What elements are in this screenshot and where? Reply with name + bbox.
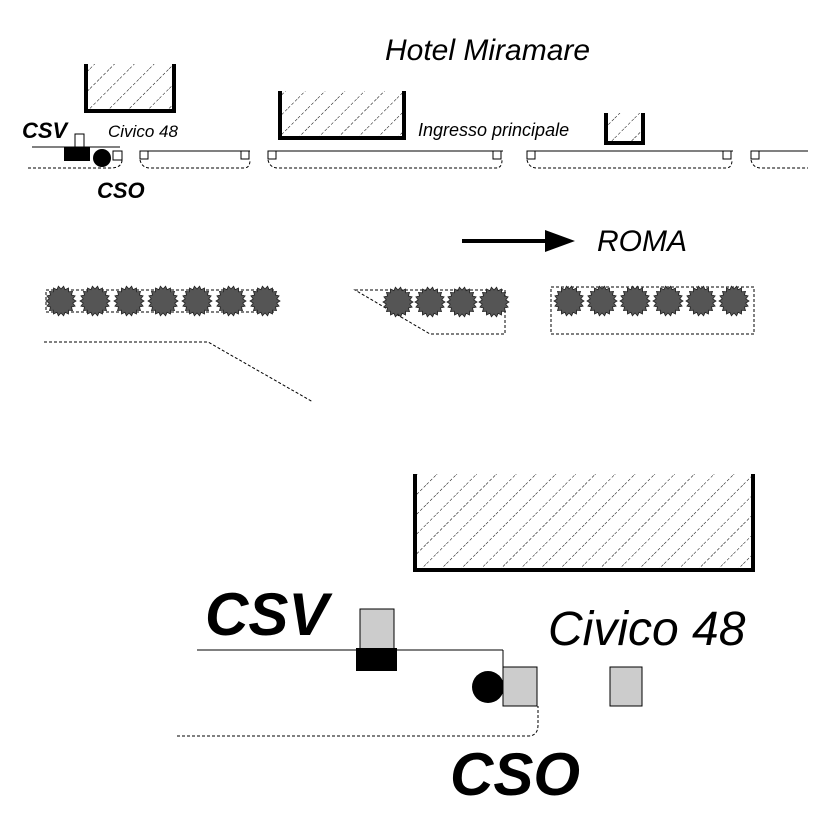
bush-icon: [619, 285, 651, 317]
bush-icon: [79, 285, 111, 317]
direction-label: ROMA: [597, 225, 687, 258]
civic-label-small: Civico 48: [108, 122, 178, 141]
cso-label-small: CSO: [97, 178, 145, 203]
csv-label-small: CSV: [22, 118, 70, 143]
building-entrance: [604, 113, 645, 145]
sidewalk-segment: [526, 150, 733, 169]
bush-icon: [113, 285, 145, 317]
entrance-label: Ingresso principale: [418, 120, 569, 140]
bush-icon: [478, 286, 510, 318]
csv-label-large: CSV: [205, 581, 333, 648]
civic-box-large: [609, 666, 643, 707]
direction-arrow: [462, 230, 575, 252]
cso-label-large: CSO: [450, 741, 580, 808]
bush-icon: [147, 285, 179, 317]
street-front-detail: [177, 649, 539, 737]
sidewalk-segment: [750, 150, 808, 169]
bush-icon: [181, 285, 213, 317]
sidewalk-segment: [139, 150, 251, 169]
street-front-left: [28, 133, 123, 169]
cso-symbol-large: [472, 671, 504, 703]
building-hotel: [278, 91, 406, 140]
bush-icon: [414, 286, 446, 318]
cso-box-large: [502, 666, 538, 707]
bush-icon: [718, 285, 750, 317]
sidewalk-segment: [267, 150, 503, 169]
bush-icon: [382, 286, 414, 318]
bush-icon: [652, 285, 684, 317]
building-detail: [413, 474, 755, 572]
csv-box-large: [359, 608, 395, 651]
bush-icon: [586, 285, 618, 317]
bush-icon: [249, 285, 281, 317]
bush-icon: [685, 285, 717, 317]
planting-bed-left: [45, 285, 281, 317]
cso-symbol-small: [93, 149, 111, 167]
hotel-name: Hotel Miramare: [385, 34, 590, 67]
planting-bed-right: [550, 285, 755, 335]
bush-icon: [446, 286, 478, 318]
csv-box-small: [74, 133, 85, 148]
planting-bed-middle: [353, 286, 510, 335]
csv-meter-small: [64, 147, 90, 161]
civic-label-large: Civico 48: [548, 603, 746, 656]
bush-icon: [215, 285, 247, 317]
bush-icon: [45, 285, 77, 317]
building-left: [84, 64, 176, 113]
csv-meter-large: [356, 648, 397, 671]
bush-icon: [553, 285, 585, 317]
curb-line: [44, 341, 314, 403]
